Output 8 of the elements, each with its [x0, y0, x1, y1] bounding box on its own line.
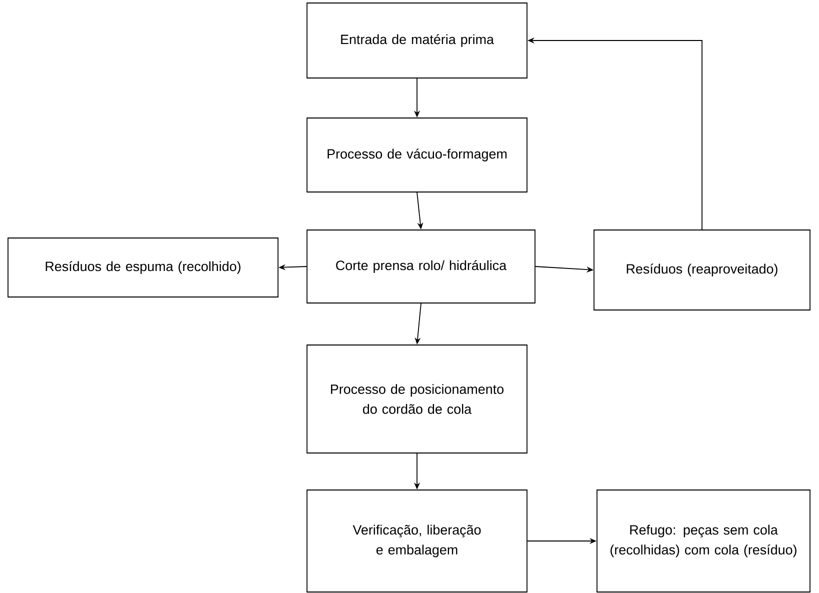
process-box: Processo de vácuo-formagem: [306, 118, 528, 192]
process-box: Corte prensa rolo/ hidráulica: [306, 230, 536, 304]
process-box: Resíduos de espuma (recolhido): [8, 238, 278, 298]
process-box: Verificação, liberação e embalagem: [306, 490, 528, 592]
process-box: Entrada de matéria prima: [306, 2, 528, 78]
process-box: Resíduos (reaproveitado): [594, 230, 810, 310]
process-box: Refugo: peças sem cola (recolhidas) com cola (resíduo): [596, 490, 810, 592]
process-box: Processo de posicionamento do cordão de cola: [306, 344, 528, 454]
